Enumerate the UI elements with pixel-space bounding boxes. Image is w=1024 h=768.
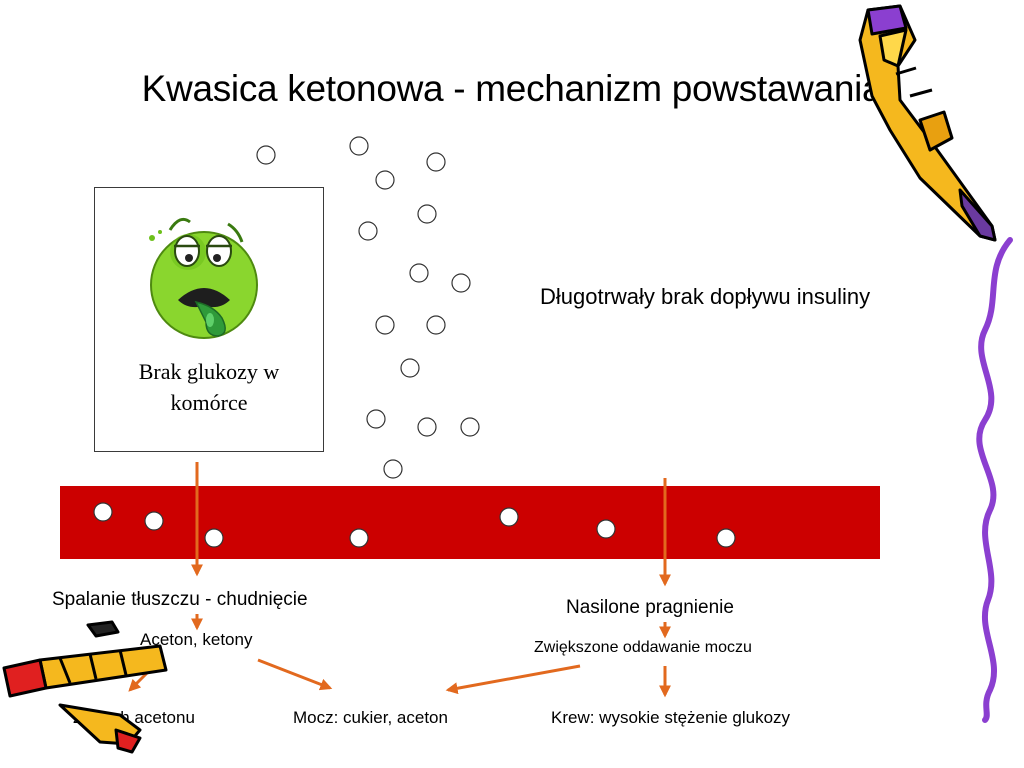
squiggle-line-icon	[976, 237, 1013, 723]
crayon-clipart-icon	[2, 620, 168, 754]
glucose-circle	[256, 145, 276, 165]
glucose-circle	[426, 152, 446, 172]
glucose-circles	[256, 136, 480, 479]
glucose-circle	[204, 528, 224, 548]
glucose-circle	[93, 502, 113, 522]
glucose-circle	[716, 528, 736, 548]
cell-label: Brak glukozy w komórce	[94, 356, 324, 418]
glucose-circle	[596, 519, 616, 539]
glucose-circle	[451, 273, 471, 293]
glucose-circle	[400, 358, 420, 378]
glucose-circle	[349, 136, 369, 156]
vessel-glucose-circles	[93, 502, 736, 548]
cell-label-line2: komórce	[170, 390, 248, 415]
glucose-circle	[417, 204, 437, 224]
insulin-label: Długotrwały brak dopływu insuliny	[540, 284, 871, 309]
arrow-ketones-to-urine-content	[257, 658, 333, 691]
glucose-circle	[358, 221, 378, 241]
flow-arrows	[128, 462, 671, 698]
glucose-circle	[417, 417, 437, 437]
thirst-label: Nasilone pragnienie	[566, 597, 734, 618]
cell-label-line1: Brak glukozy w	[138, 359, 280, 384]
glucose-circle	[460, 417, 480, 437]
glucose-circle	[375, 170, 395, 190]
glucose-circle	[144, 511, 164, 531]
glucose-circle	[426, 315, 446, 335]
blood-glucose-label: Krew: wysokie stężenie glukozy	[551, 708, 791, 727]
ketones-label: Aceton, ketony	[140, 630, 253, 649]
arrow-urine-to-urine-content	[445, 664, 581, 695]
pencil-clipart-icon	[858, 4, 997, 242]
glucose-circle	[499, 507, 519, 527]
glucose-circle	[383, 459, 403, 479]
glucose-circle	[366, 409, 386, 429]
urination-label: Zwiększone oddawanie moczu	[534, 639, 752, 656]
urine-content-label: Mocz: cukier, aceton	[293, 708, 448, 727]
glucose-circle	[409, 263, 429, 283]
glucose-circle	[349, 528, 369, 548]
sick-face-icon	[149, 217, 258, 339]
page-title: Kwasica ketonowa - mechanizm powstawania	[141, 68, 883, 109]
fat-burning-label: Spalanie tłuszczu - chudnięcie	[52, 589, 308, 610]
glucose-circle	[375, 315, 395, 335]
